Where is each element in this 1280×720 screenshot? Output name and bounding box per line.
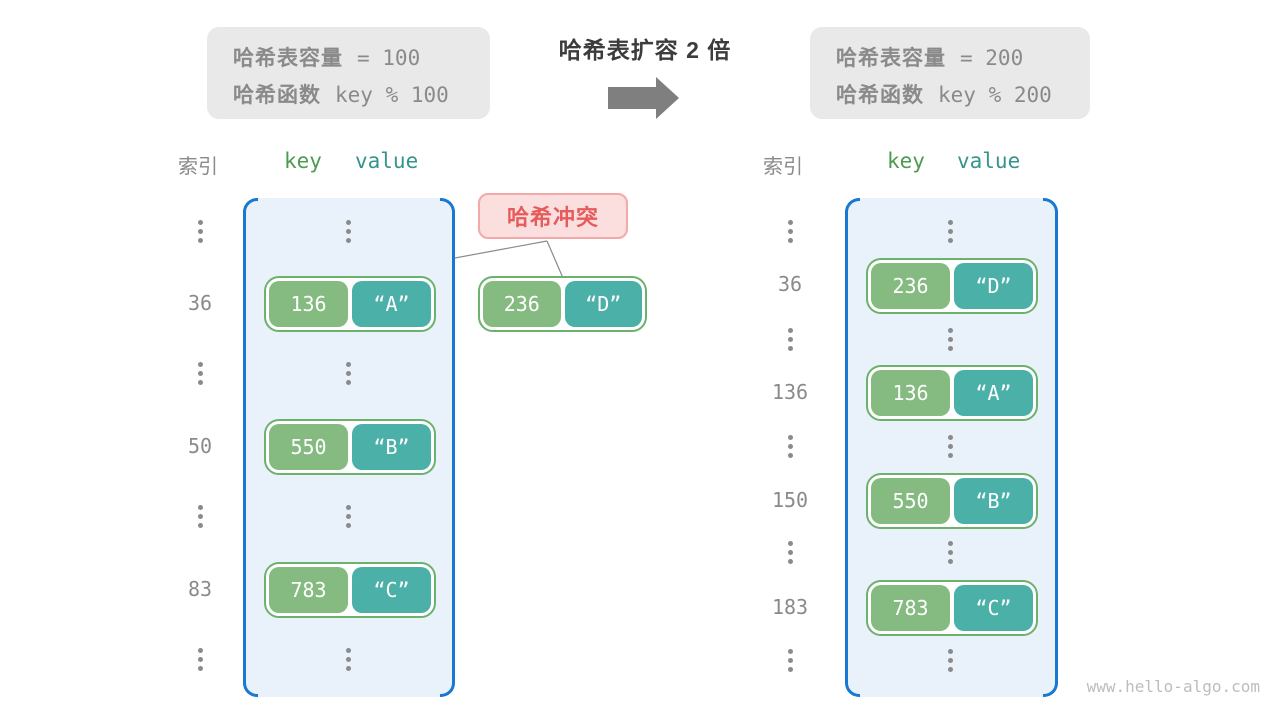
key-cell: 136 xyxy=(871,370,950,416)
vertical-ellipsis-icon xyxy=(948,328,953,351)
vertical-ellipsis-icon xyxy=(788,220,793,243)
pair-bucket: 136 “A” xyxy=(866,365,1038,421)
hash-function-label: 哈希函数 xyxy=(233,84,321,107)
value-cell: “A” xyxy=(352,281,431,327)
capacity-value: = 100 xyxy=(357,46,421,70)
capacity-label: 哈希表容量 xyxy=(836,47,946,70)
pair-bucket: 136 “A” xyxy=(264,276,436,332)
key-cell: 136 xyxy=(269,281,348,327)
left-table-bracket-right xyxy=(440,198,455,697)
vertical-ellipsis-icon xyxy=(346,505,351,528)
value-cell: “C” xyxy=(352,567,431,613)
value-cell: “C” xyxy=(954,585,1033,631)
index-label: 183 xyxy=(771,595,809,619)
vertical-ellipsis-icon xyxy=(198,362,203,385)
vertical-ellipsis-icon xyxy=(198,648,203,671)
pair-bucket: 783 “C” xyxy=(264,562,436,618)
pair-bucket: 550 “B” xyxy=(866,473,1038,529)
value-cell: “B” xyxy=(352,424,431,470)
collision-pair-bucket: 236 “D” xyxy=(478,276,647,332)
right-table-bracket-left xyxy=(845,198,860,697)
vertical-ellipsis-icon xyxy=(788,328,793,351)
vertical-ellipsis-icon xyxy=(948,541,953,564)
vertical-ellipsis-icon xyxy=(198,505,203,528)
index-label: 136 xyxy=(771,380,809,404)
capacity-value: = 200 xyxy=(960,46,1024,70)
left-capacity-line: 哈希表容量 = 100 xyxy=(233,40,490,77)
key-cell: 236 xyxy=(871,263,950,309)
vertical-ellipsis-icon xyxy=(788,649,793,672)
hash-function-value: key % 100 xyxy=(335,83,449,107)
left-value-column-header: value xyxy=(355,149,419,173)
left-key-column-header: key xyxy=(284,149,322,173)
index-label: 150 xyxy=(771,488,809,512)
right-index-column-header: 索引 xyxy=(763,156,803,178)
left-table-bracket-left xyxy=(243,198,258,697)
key-cell: 783 xyxy=(871,585,950,631)
vertical-ellipsis-icon xyxy=(198,220,203,243)
hash-collision-badge: 哈希冲突 xyxy=(478,193,628,239)
vertical-ellipsis-icon xyxy=(948,649,953,672)
right-key-column-header: key xyxy=(887,149,925,173)
vertical-ellipsis-icon xyxy=(948,220,953,243)
vertical-ellipsis-icon xyxy=(346,220,351,243)
capacity-label: 哈希表容量 xyxy=(233,47,343,70)
site-watermark: www.hello-algo.com xyxy=(1086,677,1260,696)
value-cell: “D” xyxy=(564,281,642,327)
hash-function-label: 哈希函数 xyxy=(836,84,924,107)
right-capacity-box: 哈希表容量 = 200 哈希函数 key % 200 xyxy=(810,27,1090,119)
index-label: 83 xyxy=(187,577,213,601)
left-index-column-header: 索引 xyxy=(178,156,218,178)
vertical-ellipsis-icon xyxy=(788,435,793,458)
value-cell: “D” xyxy=(954,263,1033,309)
pair-bucket: 236 “D” xyxy=(866,258,1038,314)
right-table-bracket-right xyxy=(1043,198,1058,697)
vertical-ellipsis-icon xyxy=(788,541,793,564)
value-cell: “A” xyxy=(954,370,1033,416)
vertical-ellipsis-icon xyxy=(346,362,351,385)
left-hash-function-line: 哈希函数 key % 100 xyxy=(233,77,490,114)
pair-bucket: 550 “B” xyxy=(264,419,436,475)
vertical-ellipsis-icon xyxy=(948,435,953,458)
key-cell: 236 xyxy=(483,281,561,327)
index-label: 36 xyxy=(187,291,213,315)
index-label: 36 xyxy=(777,272,803,296)
right-capacity-line: 哈希表容量 = 200 xyxy=(836,40,1090,77)
pair-bucket: 783 “C” xyxy=(866,580,1038,636)
hash-function-value: key % 200 xyxy=(938,83,1052,107)
key-cell: 550 xyxy=(269,424,348,470)
index-label: 50 xyxy=(187,434,213,458)
key-cell: 783 xyxy=(269,567,348,613)
right-hash-function-line: 哈希函数 key % 200 xyxy=(836,77,1090,114)
vertical-ellipsis-icon xyxy=(346,648,351,671)
value-cell: “B” xyxy=(954,478,1033,524)
left-capacity-box: 哈希表容量 = 100 哈希函数 key % 100 xyxy=(207,27,490,119)
transition-title: 哈希表扩容 2 倍 xyxy=(558,37,732,63)
right-value-column-header: value xyxy=(957,149,1021,173)
key-cell: 550 xyxy=(871,478,950,524)
